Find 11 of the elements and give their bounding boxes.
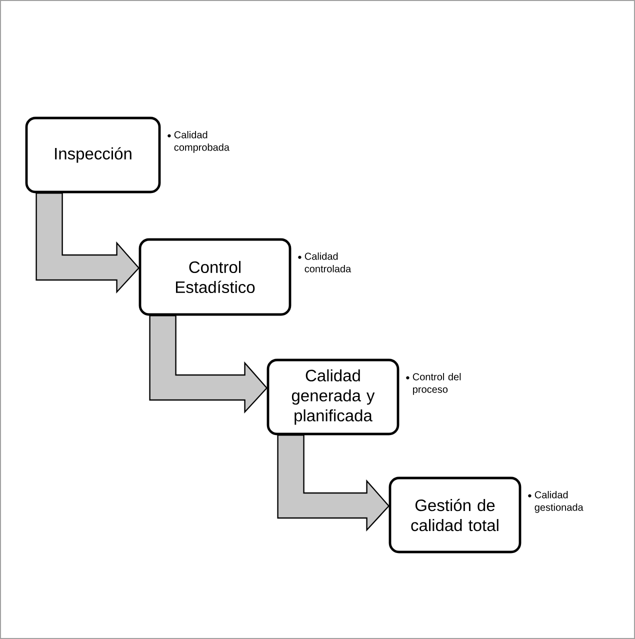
block-arrow <box>149 315 268 414</box>
process-box: Gestión de calidad total <box>388 476 522 554</box>
bullet-text: Calidad controlada <box>304 252 352 272</box>
bullet-text: Calidad gestionada <box>534 491 584 513</box>
bullet-text: Calidad comprobada <box>174 131 230 153</box>
process-box: Control Estadístico <box>138 238 292 316</box>
process-box: Calidad generada y planificada <box>266 358 400 436</box>
bullet-text: Control del proceso <box>412 373 461 395</box>
block-arrow <box>277 434 390 532</box>
process-box: Inspección <box>25 116 161 194</box>
block-arrow <box>36 192 140 294</box>
